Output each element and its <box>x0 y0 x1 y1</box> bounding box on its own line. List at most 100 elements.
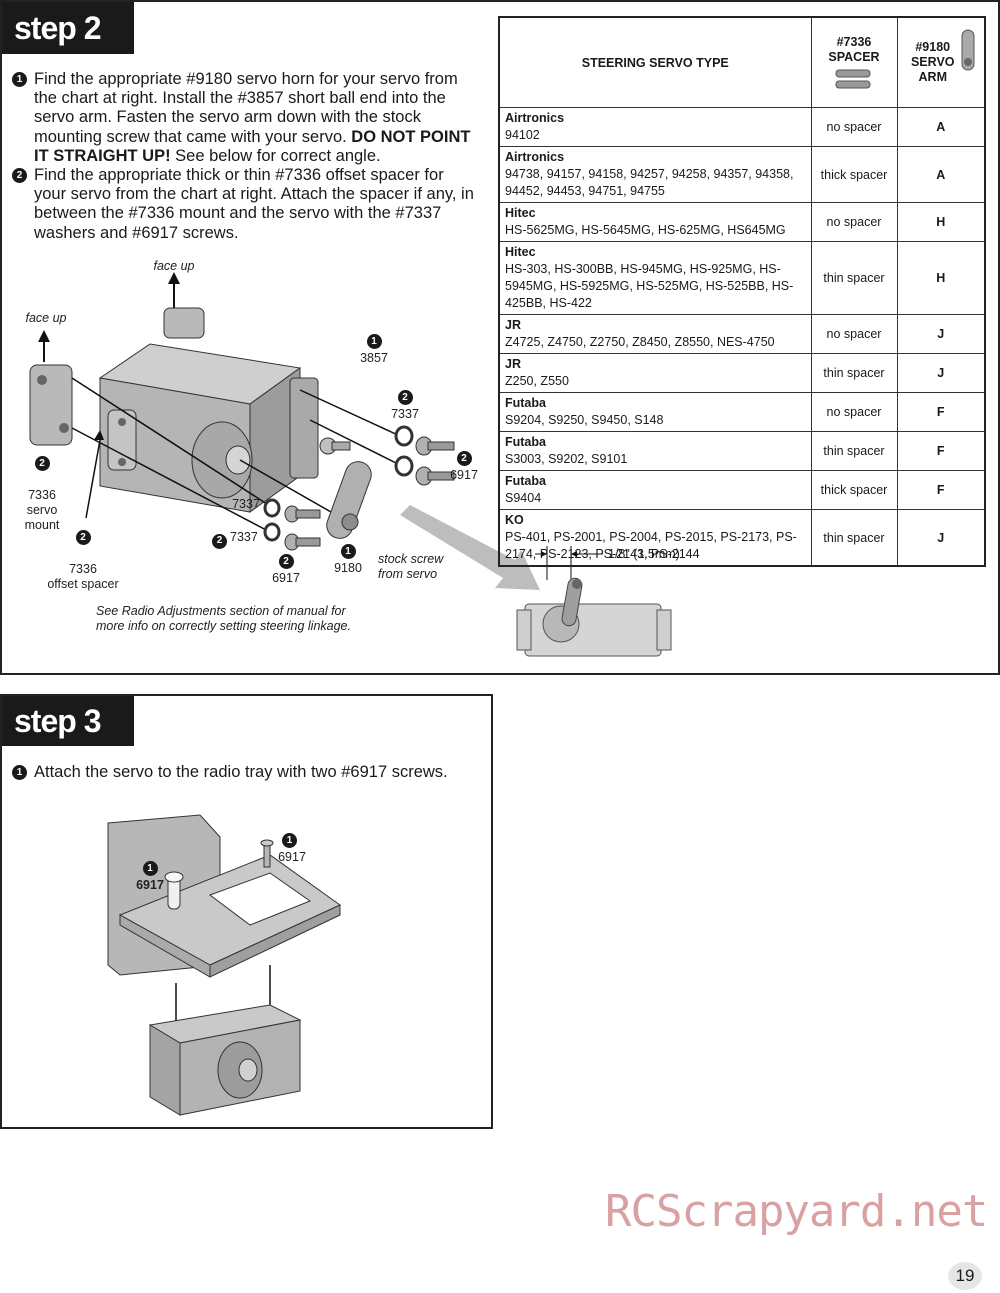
servo-models: HS-303, HS-300BB, HS-945MG, HS-925MG, HS… <box>505 262 794 310</box>
step-number-badge: 1 <box>282 833 297 848</box>
step-number-badge: 2 <box>34 456 50 471</box>
servo-arm-cell: J <box>896 353 986 393</box>
part-number: 6917 <box>278 850 306 864</box>
spacer-cell: thin spacer <box>810 241 898 315</box>
part-number: 7337 <box>230 530 258 544</box>
step2-instructions: 1 Find the appropriate #9180 servo horn … <box>10 70 480 243</box>
part-description: 7336 servo mount <box>24 488 60 532</box>
spacer-cell: thick spacer <box>810 470 898 510</box>
spacer-cell: thin spacer <box>810 509 898 567</box>
step3-tab: step 3 <box>2 696 134 746</box>
instruction-text: Find the appropriate #9180 servo horn fo… <box>34 70 458 146</box>
step-number-badge: 1 <box>12 72 27 87</box>
step3-part-6917-right-label: 1 6917 <box>276 833 308 865</box>
servo-models: Z250, Z550 <box>505 374 569 388</box>
servo-arm-cell: A <box>896 146 986 203</box>
offset-spacer-label: 2 7336 offset spacer <box>40 515 126 592</box>
part-6917-label-bottom: 2 6917 <box>268 554 304 586</box>
servo-models: S3003, S9202, S9101 <box>505 452 628 466</box>
step-number-badge: 2 <box>278 554 294 569</box>
part-number: 3857 <box>360 351 388 365</box>
step2-instruction-2: 2 Find the appropriate thick or thin #73… <box>10 166 480 243</box>
spacer-cell: no spacer <box>810 107 898 147</box>
step-number-badge: 1 <box>12 765 27 780</box>
table-row: Airtronics 94738, 94157, 94158, 94257, 94… <box>498 146 986 203</box>
servo-arm-header-text: #9180 SERVO ARM <box>910 40 955 84</box>
spacer-cell: no spacer <box>810 392 898 432</box>
column-header-servo-type: STEERING SERVO TYPE <box>498 16 812 108</box>
part-number: 7337 <box>391 407 419 421</box>
servo-model-cell: Airtronics 94738, 94157, 94158, 94257, 94… <box>498 146 812 203</box>
step-number-badge: 2 <box>397 390 413 405</box>
servo-brand: Futaba <box>505 474 546 488</box>
part-number: 6917 <box>272 571 300 585</box>
spacer-cell: thin spacer <box>810 431 898 471</box>
servo-brand: Hitec <box>505 245 536 259</box>
servo-models: S9204, S9250, S9450, S148 <box>505 413 664 427</box>
step-number-badge: 2 <box>75 530 91 545</box>
spacer-icon <box>835 69 871 89</box>
servo-brand: Airtronics <box>505 150 565 164</box>
servo-arm-cell: A <box>896 107 986 147</box>
radio-adjustments-note: See Radio Adjustments section of manual … <box>96 604 351 633</box>
servo-models: 94102 <box>505 128 540 142</box>
part-number: 6917 <box>136 878 164 892</box>
servo-models: PS-401, PS-2001, PS-2004, PS-2015, PS-21… <box>505 530 797 561</box>
servo-brand: Hitec <box>505 206 536 220</box>
instruction-warning: DO NOT POINT IT STRAIGHT UP! <box>34 127 471 165</box>
part-6917-screw-label: 2 6917 <box>446 451 482 483</box>
part-9180-label: 1 9180 <box>330 544 366 576</box>
column-header-servo-arm: #9180 SERVO ARM <box>896 16 986 108</box>
face-up-label-left: face up <box>25 311 67 325</box>
servo-arm-cell: J <box>896 314 986 354</box>
servo-models: HS-5625MG, HS-5645MG, HS-625MG, HS645MG <box>505 223 786 237</box>
part-7337-label-mid: 7337 <box>232 497 260 511</box>
step2-tab: step 2 <box>2 2 134 54</box>
spacer-cell: thin spacer <box>810 353 898 393</box>
servo-models: S9404 <box>505 491 542 505</box>
servo-brand: JR <box>505 318 521 332</box>
servo-arm-cell: H <box>896 241 986 315</box>
step-number-badge: 1 <box>340 544 356 559</box>
table-row: KO PS-401, PS-2001, PS-2004, PS-2015, PS-… <box>498 509 986 567</box>
spacer-cell: no spacer <box>810 202 898 242</box>
servo-arm-cell: H <box>896 202 986 242</box>
part-number: 6917 <box>450 468 478 482</box>
servo-exploded-illustration <box>29 272 455 551</box>
step-number-badge: 2 <box>212 533 227 549</box>
instruction-text: Attach the servo to the radio tray with … <box>34 763 448 781</box>
step3-part-6917-left-label: 1 6917 <box>132 861 168 893</box>
servo-arm-icon <box>961 29 975 71</box>
servo-mount-label: 2 7336 servo mount <box>14 441 70 533</box>
part-7337-washer-label: 2 7337 <box>387 390 423 422</box>
stock-screw-label: stock screw from servo <box>378 552 444 581</box>
step-number-badge: 2 <box>456 451 472 466</box>
servo-model-cell: KO PS-401, PS-2001, PS-2004, PS-2015, PS-… <box>498 509 812 567</box>
step2-instruction-1: 1 Find the appropriate #9180 servo horn … <box>10 70 480 166</box>
part-3857-label: 1 3857 <box>356 334 392 366</box>
instruction-text-tail: See below for correct angle. <box>170 146 381 165</box>
servo-models: 94738, 94157, 94158, 94257, 94258, 94357… <box>505 167 794 198</box>
servo-chart-table: STEERING SERVO TYPE #7336 SPACER #9180 S… <box>498 16 986 567</box>
watermark: RCScrapyard.net <box>605 1186 988 1237</box>
step-number-badge: 2 <box>12 168 27 184</box>
servo-arm-cell: F <box>896 470 986 510</box>
part-description: 7336 offset spacer <box>47 562 119 591</box>
servo-arm-cell: F <box>896 392 986 432</box>
servo-arm-cell: J <box>896 509 986 567</box>
step3-instruction-1: 1 Attach the servo to the radio tray wit… <box>10 763 470 782</box>
servo-brand: KO <box>505 513 524 527</box>
instruction-text: Find the appropriate thick or thin #7336… <box>34 166 474 242</box>
